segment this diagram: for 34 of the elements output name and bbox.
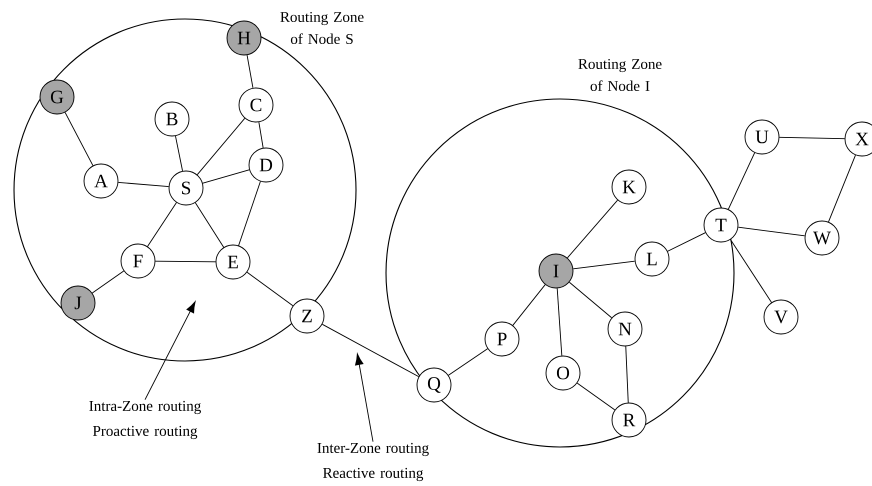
link-line <box>572 260 636 270</box>
link-line <box>556 288 562 356</box>
link-line <box>728 152 756 210</box>
link-line <box>567 200 618 258</box>
link-line <box>147 202 177 247</box>
link-line <box>246 272 294 306</box>
link-line <box>576 382 616 410</box>
annotation-text: Intra-Zone routing Proactive routing <box>89 400 201 440</box>
link-line <box>155 260 216 262</box>
link-line <box>258 122 264 148</box>
leader-arrow <box>355 354 374 442</box>
link-line <box>512 284 546 326</box>
link-line <box>667 232 706 252</box>
link-line <box>175 136 183 172</box>
link-line <box>625 346 629 403</box>
leader-arrow <box>144 301 196 400</box>
link-line <box>246 54 254 88</box>
link-line <box>779 136 845 140</box>
link-line <box>64 112 94 166</box>
link-line <box>448 348 488 376</box>
link-line <box>194 202 224 248</box>
link-line <box>196 118 246 176</box>
annotation-text: Inter-Zone routing Reactive routing <box>317 442 429 482</box>
zone-title: Routing Zone of Node S <box>280 12 364 44</box>
link-line <box>118 182 170 188</box>
link-line <box>92 270 124 294</box>
link-line <box>828 154 856 222</box>
link-line <box>202 169 250 184</box>
link-line <box>738 226 806 236</box>
link-line <box>568 282 612 318</box>
link-line <box>322 324 420 378</box>
link-line <box>730 239 772 303</box>
zone-title: Routing Zone of Node I <box>578 58 662 92</box>
link-line <box>238 181 261 246</box>
